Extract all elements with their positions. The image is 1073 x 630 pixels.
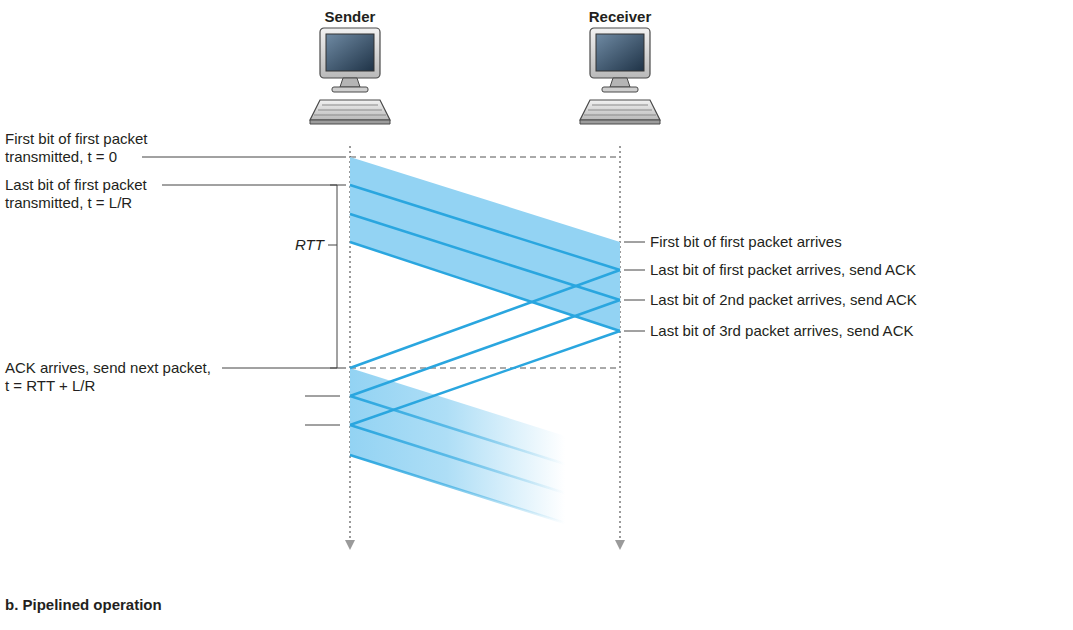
leader-line xyxy=(222,368,346,369)
timeline-arrowhead xyxy=(345,540,355,550)
ack-line xyxy=(350,270,620,368)
host-label: Sender xyxy=(300,8,400,26)
computer-node: Sender xyxy=(300,8,400,132)
time-reference-line xyxy=(350,368,620,369)
computer-node: Receiver xyxy=(570,8,670,132)
computer-icon xyxy=(570,26,670,132)
event-label: ACK arrives, send next packet, t = RTT +… xyxy=(5,359,215,395)
timeline-arrowhead xyxy=(615,540,625,550)
label-holder: ACK arrives, send next packet, t = RTT +… xyxy=(5,359,215,395)
rtt-bracket xyxy=(330,185,337,368)
caption-holder: b. Pipelined operation xyxy=(5,596,162,614)
label-holder: First bit of first packet transmitted, t… xyxy=(5,130,180,166)
leader-line xyxy=(328,245,337,246)
leader-line xyxy=(305,425,340,426)
packet-line xyxy=(350,396,565,464)
leader-line xyxy=(624,242,645,243)
label-holder: Last bit of first packet arrives, send A… xyxy=(650,261,916,279)
event-label: Last bit of first packet transmitted, t … xyxy=(5,176,180,212)
label-holder: Last bit of 3rd packet arrives, send ACK xyxy=(650,322,913,340)
leader-line xyxy=(624,270,645,271)
computer-icon xyxy=(300,26,400,132)
time-reference-line xyxy=(350,157,620,158)
packet-line xyxy=(350,242,620,331)
leader-line xyxy=(624,331,645,332)
figure-caption: b. Pipelined operation xyxy=(5,596,162,614)
event-label: Last bit of 3rd packet arrives, send ACK xyxy=(650,322,913,340)
packet-band xyxy=(350,368,565,523)
leader-line xyxy=(142,157,346,158)
leader-line xyxy=(624,300,645,301)
label-holder: RTT xyxy=(295,236,324,254)
ack-line xyxy=(350,331,620,425)
interval-label: RTT xyxy=(295,236,324,254)
ack-line xyxy=(350,300,620,396)
label-holder: First bit of first packet arrives xyxy=(650,233,842,251)
leader-line xyxy=(305,396,340,397)
event-label: First bit of first packet arrives xyxy=(650,233,842,251)
receiver-timeline xyxy=(619,146,621,540)
label-holder: Last bit of first packet transmitted, t … xyxy=(5,176,180,212)
packet-line xyxy=(350,455,565,523)
packet-band xyxy=(350,157,620,331)
label-holder: Last bit of 2nd packet arrives, send ACK xyxy=(650,291,917,309)
event-label: Last bit of first packet arrives, send A… xyxy=(650,261,916,279)
event-label: Last bit of 2nd packet arrives, send ACK xyxy=(650,291,917,309)
leader-line xyxy=(162,185,346,186)
host-label: Receiver xyxy=(570,8,670,26)
packet-line xyxy=(350,425,565,493)
event-label: First bit of first packet transmitted, t… xyxy=(5,130,180,166)
